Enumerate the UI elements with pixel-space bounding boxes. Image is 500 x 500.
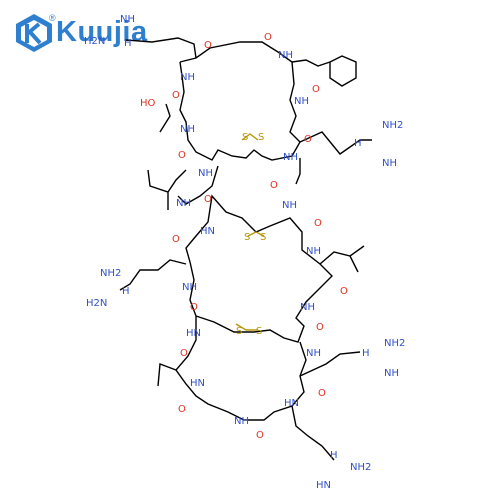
atom-labels: NH NH NH NH NH NH NH NH HN NH NH NH HN N… bbox=[84, 14, 405, 491]
s-label: S bbox=[236, 326, 242, 337]
o-label: O bbox=[318, 388, 326, 399]
s-label: S bbox=[256, 326, 262, 337]
o-label: O bbox=[172, 90, 180, 101]
o-label: O bbox=[264, 32, 272, 43]
h2n-label: H2N bbox=[84, 36, 105, 47]
hn-label: HN bbox=[284, 398, 299, 409]
registered-mark: ® bbox=[49, 13, 56, 23]
o-label: O bbox=[340, 286, 348, 297]
nh-label: NH bbox=[234, 416, 249, 427]
h-label: H bbox=[330, 450, 338, 461]
disulfide-bonds bbox=[235, 133, 265, 331]
hn-label: HN bbox=[316, 480, 331, 491]
o-label: O bbox=[304, 134, 312, 145]
nh-label: NH bbox=[283, 152, 298, 163]
o-label: O bbox=[180, 348, 188, 359]
o-label: O bbox=[312, 84, 320, 95]
o-label: O bbox=[172, 234, 180, 245]
o-label: O bbox=[256, 430, 264, 441]
o-label: O bbox=[190, 302, 198, 313]
nh-label: NH bbox=[176, 198, 191, 209]
o-label: O bbox=[204, 194, 212, 205]
o-label: O bbox=[270, 180, 278, 191]
o-label: O bbox=[314, 218, 322, 229]
o-label: O bbox=[178, 150, 186, 161]
hn-label: HN bbox=[186, 328, 201, 339]
hn-label: HN bbox=[190, 378, 205, 389]
nh-label: NH bbox=[300, 302, 315, 313]
nh-label: NH bbox=[282, 200, 297, 211]
hn-label: HN bbox=[200, 226, 215, 237]
h-label: H bbox=[354, 138, 362, 149]
h2n-label: H2N bbox=[86, 298, 107, 309]
h-label: H bbox=[122, 286, 130, 297]
s-label: S bbox=[244, 232, 250, 243]
brand-name: Kuujia bbox=[56, 16, 148, 48]
nh-label: NH bbox=[198, 168, 213, 179]
nh-label: NH bbox=[120, 14, 135, 25]
nh-label: NH bbox=[294, 96, 309, 107]
nh2-label: NH2 bbox=[100, 268, 121, 279]
nh2-label: NH2 bbox=[382, 120, 403, 131]
nh-label: NH bbox=[278, 50, 293, 61]
ho-label: HO bbox=[140, 98, 156, 109]
h-label: H bbox=[124, 38, 132, 49]
nh-label: NH bbox=[382, 158, 397, 169]
s-label: S bbox=[260, 232, 266, 243]
s-label: S bbox=[258, 132, 264, 143]
nh-label: NH bbox=[306, 348, 321, 359]
o-label: O bbox=[316, 322, 324, 333]
nh-label: NH bbox=[180, 72, 195, 83]
nh2-label: NH2 bbox=[350, 462, 371, 473]
bond-skeleton bbox=[119, 37, 372, 461]
nh-label: NH bbox=[182, 282, 197, 293]
h-label: H bbox=[362, 348, 370, 359]
nh-label: NH bbox=[306, 246, 321, 257]
kuujia-logo bbox=[12, 12, 162, 52]
kuujia-hexagon-icon bbox=[16, 14, 52, 52]
s-label: S bbox=[242, 132, 248, 143]
o-label: O bbox=[204, 40, 212, 51]
nh2-label: NH2 bbox=[384, 338, 405, 349]
nh-label: NH bbox=[384, 368, 399, 379]
nh-label: NH bbox=[180, 124, 195, 135]
o-label: O bbox=[178, 404, 186, 415]
